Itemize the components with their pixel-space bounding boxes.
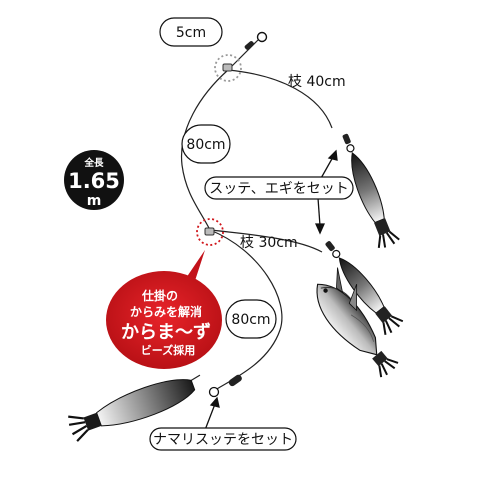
main-upper-length-label: 80cm <box>181 124 231 164</box>
svg-text:からみを解消: からみを解消 <box>130 304 202 319</box>
svg-text:からま～ず: からま～ず <box>121 322 211 343</box>
arrow-to-lower-lure <box>314 197 326 235</box>
svg-text:全長: 全長 <box>83 157 104 169</box>
main-lower-length-label: 80cm <box>225 299 277 339</box>
svg-text:ビーズ採用: ビーズ採用 <box>141 343 195 357</box>
svg-text:1.65: 1.65 <box>68 169 120 193</box>
lower-knot-bead <box>204 227 215 236</box>
total-length-badge: 全長 1.65 m <box>64 150 124 210</box>
sutte-egi-callout: スッテ、エギをセット <box>204 176 354 200</box>
branch-lower-label: 枝 30cm <box>240 235 298 251</box>
arrow-to-namari <box>204 396 220 431</box>
upper-knot-bead <box>222 63 233 72</box>
namari-sutte-callout: ナマリスッテをセット <box>149 427 297 451</box>
svg-text:m: m <box>87 193 102 209</box>
main-line <box>180 39 333 393</box>
red-feature-badge: 仕掛の からみを解消 からま～ず ビーズ採用 <box>106 250 222 369</box>
egi-lure <box>316 267 399 378</box>
upper-knot-highlight <box>214 54 242 82</box>
arrow-to-upper-lure <box>319 149 338 181</box>
top-length-label: 5cm <box>159 17 223 47</box>
upper-sutte-lure <box>342 133 400 249</box>
svg-text:80cm: 80cm <box>231 312 270 328</box>
svg-text:80cm: 80cm <box>186 137 225 153</box>
branch-upper-label: 枝 40cm <box>288 74 346 90</box>
svg-text:スッテ、エギをセット: スッテ、エギをセット <box>209 181 349 197</box>
lower-knot-highlight <box>196 218 224 246</box>
svg-text:5cm: 5cm <box>176 25 206 41</box>
middle-sutte-lure <box>325 241 404 335</box>
top-swivel <box>244 31 268 50</box>
namari-sutte-lure <box>68 374 201 442</box>
bottom-swivel <box>208 374 242 398</box>
svg-text:仕掛の: 仕掛の <box>141 288 178 303</box>
svg-text:ナマリスッテをセット: ナマリスッテをセット <box>153 432 293 448</box>
